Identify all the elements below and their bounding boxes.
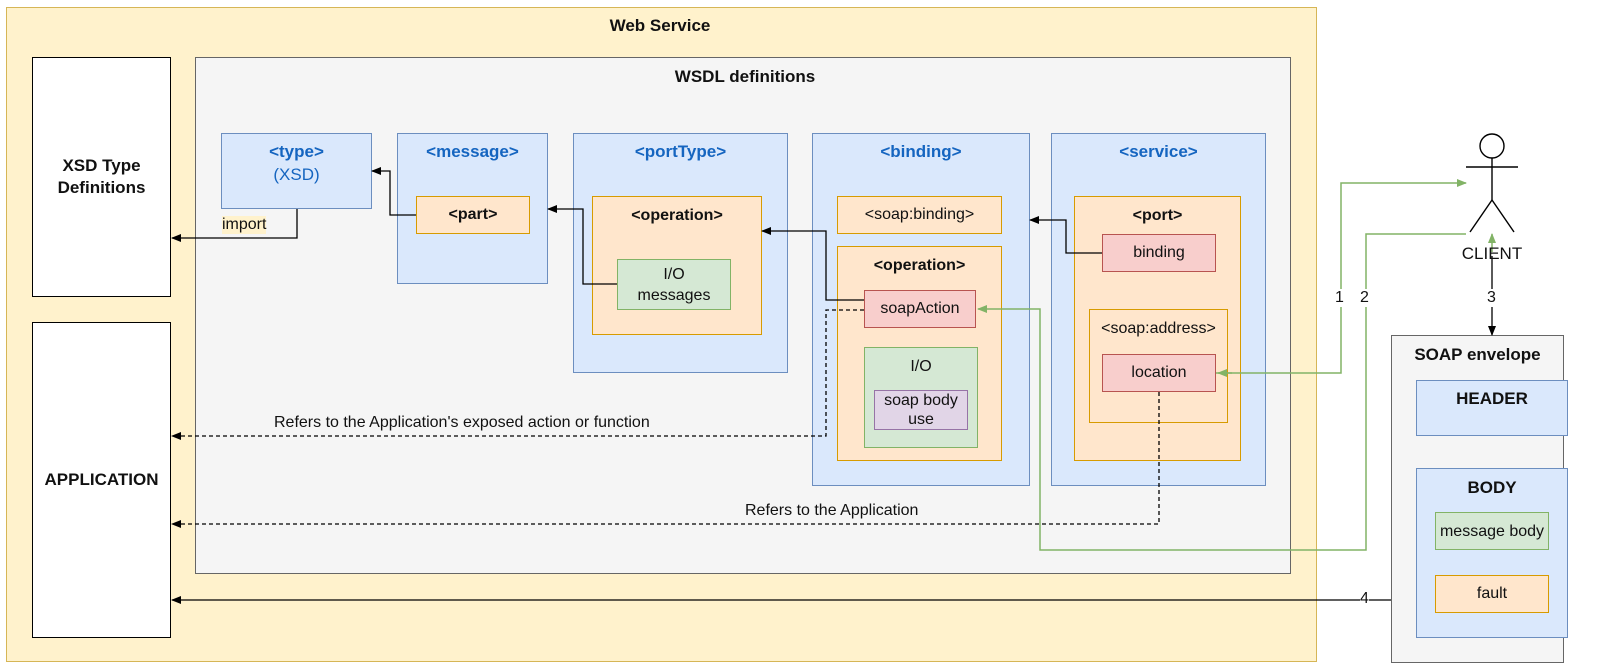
fault-label: fault [1476, 585, 1508, 602]
location-label: location [1131, 364, 1187, 381]
edge-refers-action [171, 309, 864, 440]
soap-envelope-title: SOAP envelope [1414, 345, 1541, 364]
edge-green-1 [1216, 179, 1467, 374]
xsd-type-definitions-label: XSD Type Definitions [57, 156, 146, 197]
import-label: import [222, 216, 267, 234]
xsd-type-definitions-box[interactable]: XSD Type Definitions [32, 57, 171, 297]
soap-body-use-label: soap body use [884, 392, 958, 428]
porttype-operation-title: <operation> [631, 207, 723, 224]
edge-green-2 [977, 233, 1466, 551]
edge-soapaction-to-operation [761, 227, 864, 301]
message-body-label: message body [1439, 522, 1545, 540]
message-body-box[interactable]: message body [1435, 512, 1549, 550]
soap-header-box[interactable] [1416, 380, 1568, 436]
soap-body-use-box[interactable]: soap body use [874, 390, 968, 430]
port-title: <port> [1132, 207, 1183, 224]
service-binding-label: binding [1133, 244, 1185, 261]
soap-address-label: <soap:address> [1101, 320, 1216, 337]
io-messages-label: I/O messages [637, 265, 711, 304]
binding-io-label: I/O [910, 358, 932, 375]
binding-title: <binding> [880, 142, 962, 161]
edge-io-to-message [547, 205, 617, 285]
type-subtitle: (XSD) [273, 165, 320, 184]
application-label: APPLICATION [44, 470, 159, 489]
part-box[interactable]: <part> [416, 196, 530, 234]
soap-binding-box[interactable]: <soap:binding> [837, 196, 1002, 234]
soap-binding-label: <soap:binding> [864, 206, 975, 223]
binding-operation-title: <operation> [873, 257, 966, 274]
type-box[interactable] [221, 133, 372, 209]
edge-import [171, 209, 298, 242]
web-service-title: Web Service [609, 16, 711, 35]
service-binding-box[interactable]: binding [1102, 234, 1216, 272]
edge-refers-app [171, 392, 1160, 528]
edge-number-2: 2 [1360, 289, 1369, 307]
soap-action-label: soapAction [880, 300, 960, 317]
location-box[interactable]: location [1102, 354, 1216, 392]
soap-action-box[interactable]: soapAction [864, 290, 976, 328]
message-title: <message> [426, 142, 519, 161]
edge-number-1: 1 [1335, 289, 1344, 307]
porttype-title: <portType> [634, 142, 727, 161]
part-label: <part> [448, 206, 498, 223]
edge-part-to-type [371, 167, 416, 216]
edge-number-4: 4 [1360, 590, 1369, 608]
refers-app-label: Refers to the Application [745, 502, 919, 520]
edge-binding-to-soapbinding [1029, 216, 1102, 254]
io-messages-box[interactable]: I/O messages [617, 259, 731, 310]
application-box[interactable]: APPLICATION [32, 322, 171, 638]
service-title: <service> [1119, 142, 1198, 161]
fault-box[interactable]: fault [1435, 575, 1549, 613]
soap-body-label: BODY [1467, 478, 1517, 497]
refers-action-label: Refers to the Application's exposed acti… [274, 414, 650, 432]
type-title: <type> [269, 142, 324, 161]
client-actor-icon [1466, 133, 1518, 233]
edge-number-3: 3 [1487, 289, 1496, 307]
client-label: CLIENT [1461, 244, 1523, 263]
wsdl-definitions-title: WSDL definitions [674, 67, 816, 86]
soap-header-label: HEADER [1456, 389, 1528, 408]
